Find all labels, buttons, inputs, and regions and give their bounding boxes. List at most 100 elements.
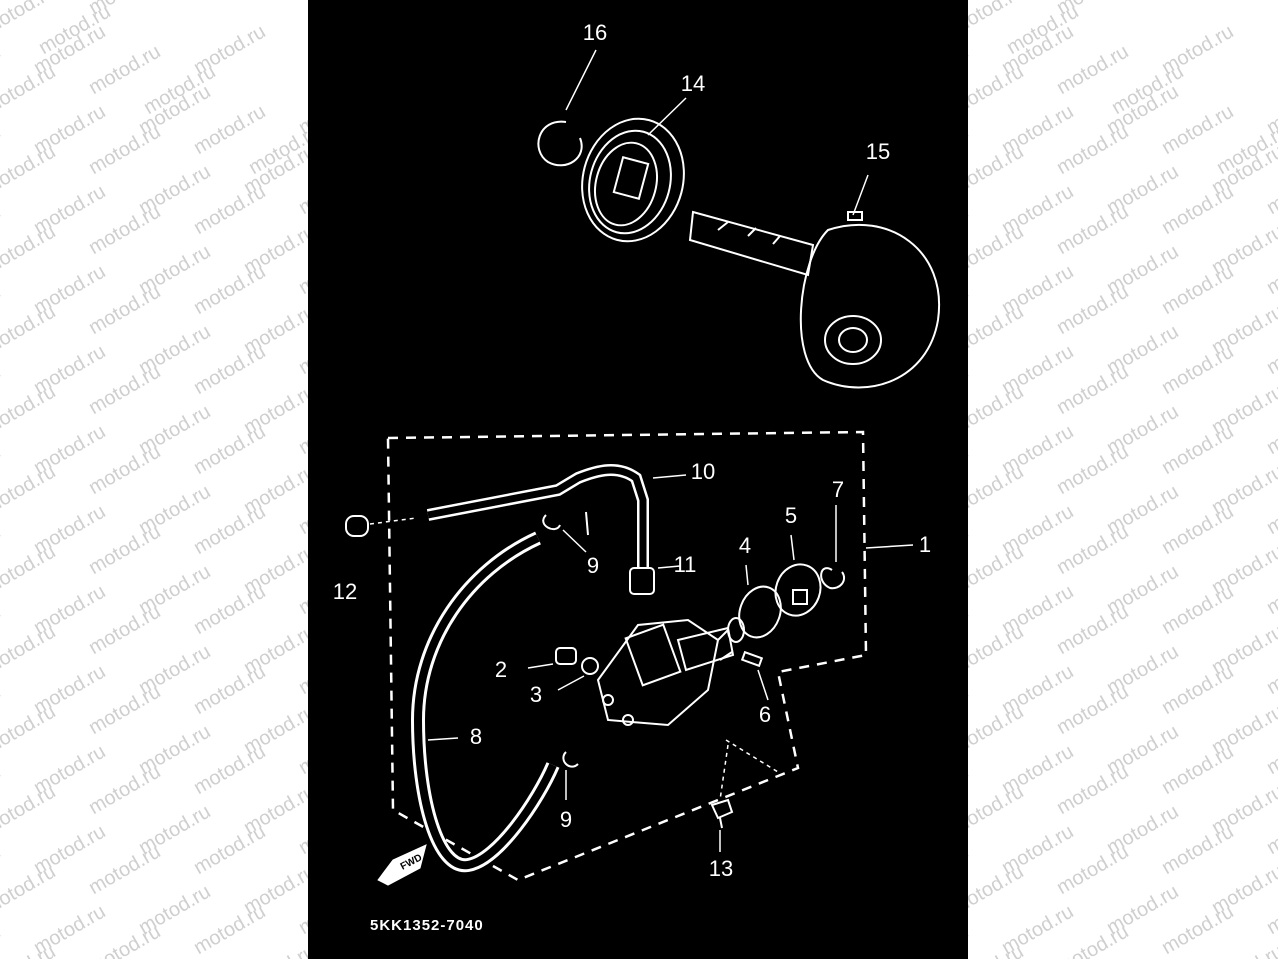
watermark-text: motod.ru	[968, 620, 1028, 680]
impeller-5	[774, 563, 822, 617]
leader-8	[427, 737, 459, 741]
watermark-text: motod.ru	[190, 660, 270, 720]
watermark-text: motod.ru	[968, 140, 1028, 200]
watermark-text: motod.ru	[0, 60, 60, 120]
gear-part	[581, 117, 685, 243]
watermark-text: motod.ru	[0, 140, 60, 200]
watermark-text: motod.ru	[85, 360, 165, 420]
watermark-text: motod.ru	[968, 60, 1028, 120]
watermark-text: motod.ru	[0, 380, 60, 440]
pump-body	[596, 618, 720, 727]
watermark-text: motod.ru	[1053, 520, 1133, 580]
watermark-text: motod.ru	[190, 260, 270, 320]
watermark-text: motod.ru	[190, 900, 270, 959]
callout-11: 11	[673, 552, 697, 577]
watermark-text: motod.ru	[0, 860, 60, 920]
callout-3: 3	[529, 682, 543, 707]
leader-6	[757, 669, 769, 701]
watermark-text: motod.ru	[1158, 260, 1238, 320]
watermark-text: motod.ru	[85, 840, 165, 900]
watermark-text: motod.ru	[968, 220, 1028, 280]
watermark-text: motod.ru	[968, 700, 1028, 760]
leader-10	[652, 474, 687, 479]
shaft-part	[688, 210, 815, 277]
watermark-text: motod.ru	[968, 860, 1028, 920]
watermark-text: motod.ru	[1158, 340, 1238, 400]
watermark-text: motod.ru	[190, 340, 270, 400]
leader-5	[790, 534, 795, 561]
watermark-text: motod.ru	[85, 440, 165, 500]
leader-9-top	[562, 529, 587, 553]
o-ring-4	[738, 585, 782, 639]
watermark-text: motod.ru	[85, 520, 165, 580]
circlip-7	[820, 567, 846, 590]
watermark-text: motod.ru	[1158, 820, 1238, 880]
watermark-text: motod.ru	[85, 280, 165, 340]
watermark-text: motod.ru	[1158, 180, 1238, 240]
cap-12	[345, 515, 369, 537]
callout-8: 8	[469, 724, 483, 749]
leader-11	[657, 565, 681, 569]
parts-diagram: FWD 1 2 3 4 5 6 7 8 9 9 10 11 12 13 14 1…	[308, 0, 968, 959]
watermark-text: motod.ru	[85, 200, 165, 260]
leader-16	[565, 49, 597, 111]
leader-2	[527, 663, 554, 669]
callout-15: 15	[865, 139, 891, 164]
watermark-text: motod.ru	[190, 820, 270, 880]
watermark-text: motod.ru	[1053, 840, 1133, 900]
callout-1: 1	[918, 532, 932, 557]
callout-16: 16	[582, 20, 608, 45]
watermark-text: motod.ru	[85, 120, 165, 180]
watermark-text: motod.ru	[190, 500, 270, 560]
callout-7: 7	[831, 477, 845, 502]
washer-3	[581, 657, 599, 675]
watermark-text: motod.ru	[0, 620, 60, 680]
watermark-text: motod.ru	[0, 780, 60, 840]
watermark-text: motod.ru	[1053, 760, 1133, 820]
clamp-9-top	[542, 511, 589, 536]
watermark-text: motod.ru	[1053, 200, 1133, 260]
watermark-text: motod.ru	[1053, 600, 1133, 660]
bolt-2	[555, 647, 577, 665]
watermark-text: motod.ru	[1208, 941, 1278, 959]
watermark-text: motod.ru	[190, 740, 270, 800]
watermark-text: motod.ru	[85, 680, 165, 740]
fitting-11	[629, 567, 655, 595]
callout-4: 4	[738, 533, 752, 558]
watermark-text: motod.ru	[0, 220, 60, 280]
watermark-text: motod.ru	[0, 300, 60, 360]
watermark-text: motod.ru	[1158, 500, 1238, 560]
watermark-text: motod.ru	[1053, 280, 1133, 340]
watermark-text: motod.ru	[85, 760, 165, 820]
callout-9-bottom: 9	[559, 807, 573, 832]
circlip-part	[537, 120, 583, 167]
watermark-text: motod.ru	[0, 540, 60, 600]
watermark-text: motod.ru	[240, 941, 308, 959]
fwd-arrow	[377, 844, 427, 886]
watermark-text: motod.ru	[1053, 360, 1133, 420]
diagram-drawing	[345, 49, 941, 886]
watermark-text: motod.ru	[1158, 900, 1238, 959]
leader-4	[745, 564, 749, 586]
pin-6	[740, 650, 764, 668]
watermark-text: motod.ru	[190, 180, 270, 240]
watermark-text: motod.ru	[968, 380, 1028, 440]
clamp-9-bottom	[562, 751, 579, 768]
leader-14	[647, 97, 687, 136]
watermark-panel-left: motod.ru motod.ru motod.ru motod.ru motod.ru…	[0, 0, 308, 959]
watermark-text: motod.ru	[968, 540, 1028, 600]
watermark-text: motod.ru	[85, 600, 165, 660]
watermark-text: motod.ru	[1158, 740, 1238, 800]
watermark-text: motod.ru	[1053, 120, 1133, 180]
leader-15	[852, 174, 869, 216]
watermark-text: motod.ru	[0, 700, 60, 760]
leader-1	[865, 544, 914, 549]
crankcase-part	[799, 223, 941, 389]
part-code: 5KK1352-7040	[370, 917, 484, 934]
watermark-text: motod.ru	[1158, 420, 1238, 480]
watermark-text: motod.ru	[968, 920, 973, 959]
callout-12: 12	[332, 579, 358, 604]
hose-10	[426, 464, 649, 568]
watermark-text: motod.ru	[968, 300, 1028, 360]
